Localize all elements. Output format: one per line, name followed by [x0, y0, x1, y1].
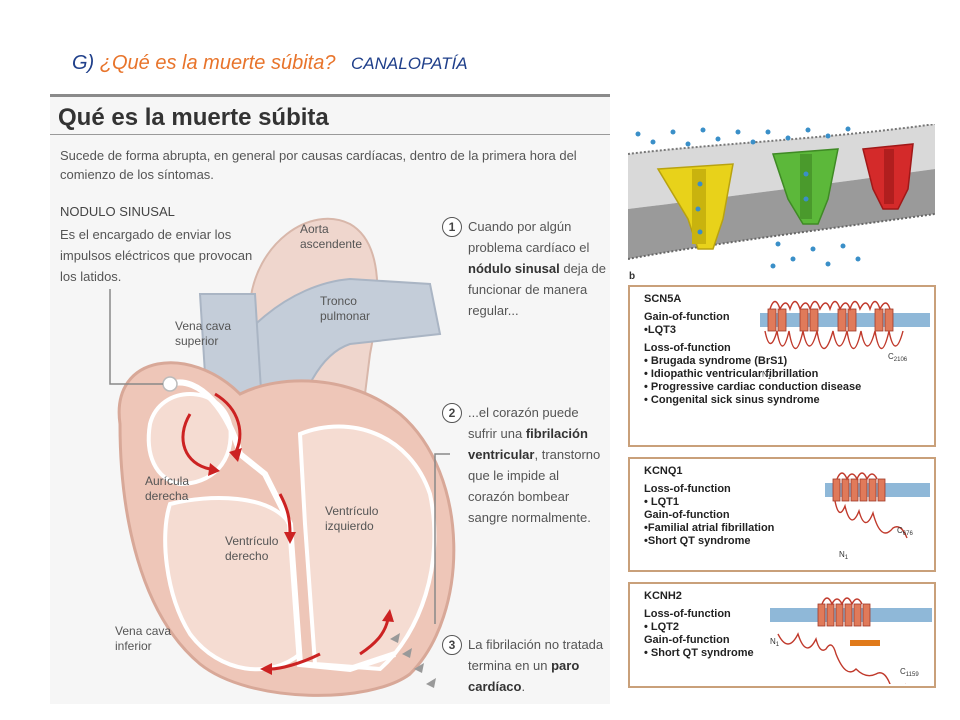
- label-auricula-derecha: Aurícula derecha: [145, 474, 190, 503]
- n-terminus-label: N1: [839, 550, 849, 561]
- red-arrow-2: [214, 392, 242, 455]
- infographic-title-rule: [50, 134, 610, 135]
- label-ventriculo-izquierdo: Ventrículo izquierdo: [325, 504, 379, 533]
- step-3: 3 La fibrilación no tratada termina en u…: [442, 634, 607, 697]
- label-aorta: Aorta ascendente: [300, 222, 363, 251]
- right-ventricle-shape: [163, 496, 303, 672]
- c-terminus-label: C676: [897, 526, 913, 537]
- gene-text-kcnh2: KCNH2 Loss-of-function • LQT2 Gain-of-fu…: [644, 590, 754, 659]
- gene-box-scn5a: SCN5A Gain-of-function •LQT3 Loss-of-fun…: [628, 285, 936, 447]
- step-1: 1 Cuando por algún problema cardíaco el …: [442, 216, 607, 321]
- right-atrium-shape: [146, 392, 233, 487]
- nodule-description: Es el encargado de enviar los impulsos e…: [60, 227, 253, 284]
- heart-illustration: [109, 204, 610, 704]
- gene-text-kcnq1: KCNQ1 Loss-of-function • LQT1 Gain-of-fu…: [644, 465, 775, 547]
- red-arrow-4: [269, 652, 321, 671]
- gene-text-scn5a: SCN5A Gain-of-function •LQT3 Loss-of-fun…: [644, 293, 862, 406]
- gene-box-kcnq1: KCNQ1 Loss-of-function • LQT1 Gain-of-fu…: [628, 457, 936, 572]
- label-ventriculo-derecho: Ventrículo derecho: [225, 534, 279, 563]
- gene-name: KCNQ1: [644, 465, 683, 477]
- sinus-node: [162, 376, 178, 392]
- red-arrow-3: [278, 493, 292, 535]
- gene-name: KCNH2: [644, 590, 682, 602]
- ion-channel-figure: [628, 124, 935, 274]
- step-text: ...el corazón puede sufrir una fibrilaci…: [468, 405, 601, 525]
- slide-title-topic: CANALOPATÍA: [351, 54, 468, 73]
- gene-name: SCN5A: [644, 293, 682, 305]
- label-vena-cava-superior: Vena cava superior: [175, 319, 232, 348]
- kcnq1-protein-diagram: N1 C676: [825, 472, 930, 561]
- left-ventricle-shape: [297, 424, 437, 672]
- nodule-title: NODULO SINUSAL: [60, 204, 175, 219]
- slide-title: G) ¿Qué es la muerte súbita? CANALOPATÍA: [72, 52, 468, 75]
- infographic-title: Qué es la muerte súbita: [58, 104, 329, 131]
- heart-infographic: Qué es la muerte súbita Sucede de forma …: [50, 94, 610, 704]
- n-terminus-label: N1: [770, 637, 780, 648]
- panel-letter: b: [629, 271, 636, 282]
- label-tronco-pulmonar: Tronco pulmonar: [320, 294, 371, 323]
- c-terminus-label: C1159: [900, 667, 919, 678]
- step-number: 1: [442, 217, 462, 237]
- slide-title-prefix: G): [72, 52, 95, 74]
- label-vena-cava-inferior: Vena cava inferior: [115, 624, 172, 653]
- c-terminus-label: C2106: [888, 352, 908, 363]
- step-text: Cuando por algún problema cardíaco el nó…: [468, 219, 606, 318]
- step-text: La fibrilación no tratada termina en un …: [468, 637, 604, 694]
- conduction-path: [169, 379, 396, 673]
- step-2: 2 ...el corazón puede sufrir una fibrila…: [442, 402, 607, 528]
- slide-title-question: ¿Qué es la muerte súbita?: [99, 52, 336, 74]
- red-arrow-5: [359, 618, 390, 656]
- step-leader-line: [434, 453, 450, 624]
- kcnh2-protein-diagram: N1 C1159: [770, 597, 932, 684]
- infographic-intro: Sucede de forma abrupta, en general por …: [60, 148, 577, 182]
- n-terminus-label: N1: [762, 370, 772, 381]
- step-number: 3: [442, 635, 462, 655]
- red-arrow-1: [181, 413, 211, 471]
- nodule-leader-line: [109, 289, 163, 385]
- step-number: 2: [442, 403, 462, 423]
- gene-box-kcnh2: KCNH2 Loss-of-function • LQT2 Gain-of-fu…: [628, 582, 936, 688]
- scn5a-protein-diagram: N1 C2106: [760, 300, 930, 381]
- infographic-top-rule: [50, 94, 610, 97]
